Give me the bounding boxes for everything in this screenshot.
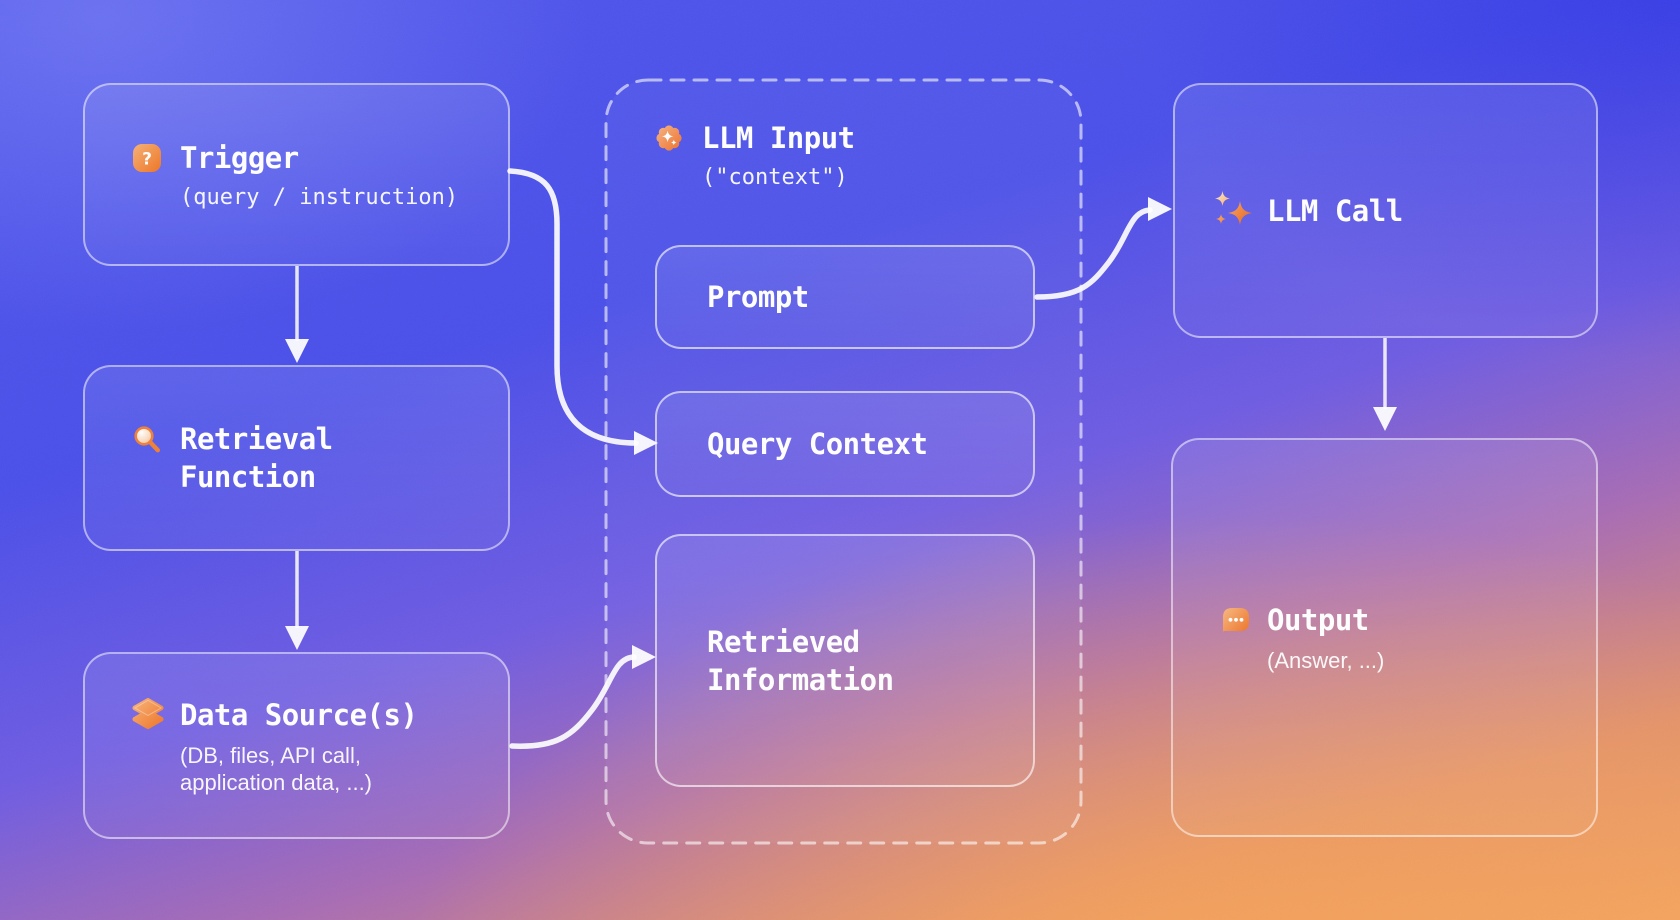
node-title: Trigger: [180, 140, 299, 175]
question-mark-icon: ?: [133, 143, 161, 172]
chat-bubble-icon: [1223, 608, 1249, 633]
node-query-context: Query Context: [655, 391, 1035, 497]
svg-text:?: ?: [142, 149, 152, 169]
node-title: Retrieved Information: [707, 624, 894, 697]
sparkle-badge-icon: [656, 125, 682, 151]
node-title: Retrieval Function: [180, 422, 333, 494]
group-subtitle: ("context"): [702, 165, 848, 190]
group-llm-input: LLM Input ("context") Prompt Query Conte…: [604, 78, 1083, 845]
arrowhead-icon: [1148, 197, 1172, 221]
arrowhead-icon: [1373, 407, 1397, 431]
sparkles-icon: [1215, 190, 1252, 225]
magnifier-icon: [134, 426, 160, 453]
group-title: LLM Input: [702, 121, 855, 155]
node-title: LLM Call: [1267, 193, 1403, 228]
layers-icon: [132, 698, 164, 730]
node-prompt: Prompt: [655, 245, 1035, 349]
node-retrieved-information: Retrieved Information: [655, 534, 1035, 787]
arrowhead-icon: [285, 339, 309, 363]
node-subtitle: (Answer, ...): [1267, 648, 1385, 673]
node-title: Data Source(s): [180, 697, 418, 732]
node-trigger: ? Trigger (query / instruction): [83, 83, 510, 266]
node-retrieval-function: Retrieval Function: [83, 365, 510, 551]
node-output: Output (Answer, ...): [1171, 438, 1598, 837]
node-subtitle: (DB, files, API call, application data, …: [180, 742, 373, 795]
arrowhead-icon: [285, 626, 309, 650]
node-title: Query Context: [707, 427, 928, 461]
node-title: Prompt: [707, 280, 809, 314]
node-title: Output: [1267, 603, 1369, 637]
node-llm-call: LLM Call: [1173, 83, 1598, 338]
node-subtitle: (query / instruction): [180, 184, 459, 210]
node-data-sources: Data Source(s) (DB, files, API call, app…: [83, 652, 510, 839]
